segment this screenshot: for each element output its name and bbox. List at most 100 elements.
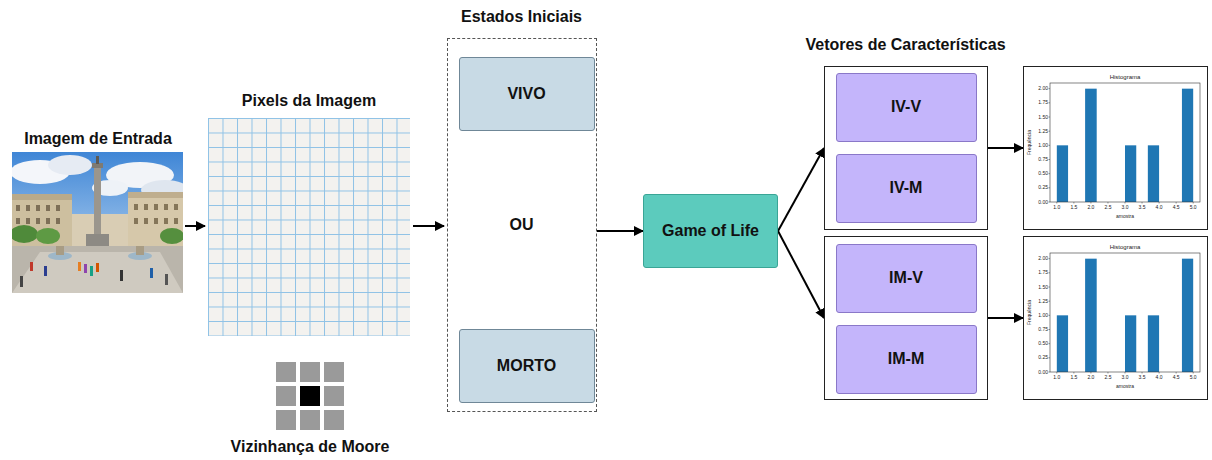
flow-arrow <box>778 148 824 231</box>
tick-mark <box>1049 117 1051 118</box>
tick-mark <box>1049 329 1051 330</box>
tick-mark <box>1049 301 1051 302</box>
tick-label: 1.75 <box>1038 100 1048 105</box>
vector-box: IM-V <box>836 244 977 313</box>
box-label: IM-V <box>889 269 923 287</box>
flow-arrow <box>597 230 643 232</box>
axis-label: amostra <box>1116 384 1134 389</box>
tick-label: 1.00 <box>1038 313 1048 318</box>
tick-label: 1.5 <box>1070 205 1077 210</box>
tick-label: 0.75 <box>1038 327 1048 332</box>
tick-mark <box>1049 315 1051 316</box>
histogram-bar <box>1182 89 1193 202</box>
process-box: Game of Life <box>643 194 778 268</box>
tick-label: 5.0 <box>1190 375 1197 380</box>
tick-mark <box>1049 159 1051 160</box>
tick-label: 0.25 <box>1038 355 1048 360</box>
histogram-bar <box>1125 315 1136 372</box>
flow-arrow <box>413 225 444 227</box>
heading-label: Vizinhança de Moore <box>231 438 390 456</box>
tick-label: 4.5 <box>1173 375 1180 380</box>
group-heading: Vetores de Características <box>805 36 1005 54</box>
tick-label: 4.5 <box>1173 205 1180 210</box>
axis-label: Frequência <box>1027 130 1032 155</box>
tick-label: 2.00 <box>1038 256 1048 261</box>
state-group: Estados IniciaisOUVIVOMORTO <box>447 38 597 412</box>
flow-arrow <box>778 231 824 318</box>
tick-label: 0.25 <box>1038 185 1048 190</box>
tick-mark <box>1049 372 1051 373</box>
plot-frame <box>1050 83 1200 202</box>
tick-mark <box>1107 202 1108 204</box>
tick-label: 3.0 <box>1122 375 1129 380</box>
tick-mark <box>1049 173 1051 174</box>
tick-label: 1.50 <box>1038 115 1048 120</box>
tick-label: 3.5 <box>1139 205 1146 210</box>
tick-mark <box>1176 372 1177 374</box>
plot-frame <box>1050 253 1200 372</box>
vector-group: Vetores de CaracterísticasIV-VIV-M <box>824 66 988 230</box>
tick-label: 1.25 <box>1038 129 1048 134</box>
vector-group: IM-V IM-M <box>824 236 988 400</box>
vector-box: IV-M <box>836 154 977 223</box>
histogram-bar <box>1085 259 1097 372</box>
tick-mark <box>1049 287 1051 288</box>
tick-label: 4.0 <box>1156 375 1163 380</box>
histogram-bar <box>1057 145 1068 202</box>
histogram-bar <box>1085 89 1097 202</box>
vector-box: IV-V <box>836 73 977 142</box>
tick-label: 2.0 <box>1087 375 1094 380</box>
box-label: Game of Life <box>662 222 759 240</box>
vector-box: IM-M <box>836 325 977 394</box>
heading-label: Pixels da Imagem <box>242 92 376 110</box>
histogram-plot <box>1024 237 1206 398</box>
tick-label: 3.0 <box>1122 205 1129 210</box>
tick-label: 1.50 <box>1038 285 1048 290</box>
tick-mark <box>1176 202 1177 204</box>
chart-title: Histograma <box>1110 244 1141 250</box>
tick-mark <box>1056 202 1057 204</box>
box-label: IV-M <box>890 179 923 197</box>
box-label: IV-V <box>891 98 921 116</box>
tick-label: 0.00 <box>1038 200 1048 205</box>
tick-label: 1.25 <box>1038 299 1048 304</box>
tick-mark <box>1049 343 1051 344</box>
axis-label: amostra <box>1116 214 1134 219</box>
tick-mark <box>1073 202 1074 204</box>
tick-label: 0.75 <box>1038 157 1048 162</box>
tick-label: 1.00 <box>1038 143 1048 148</box>
connector-word: OU <box>510 216 534 234</box>
tick-mark <box>1049 357 1051 358</box>
chart-title: Histograma <box>1110 74 1141 80</box>
box-label: VIVO <box>507 85 545 103</box>
flow-arrow <box>988 147 1023 149</box>
heading-label: Imagem de Entrada <box>24 130 172 148</box>
tick-mark <box>1073 372 1074 374</box>
tick-mark <box>1159 372 1160 374</box>
tick-label: 2.5 <box>1104 205 1111 210</box>
tick-mark <box>1049 131 1051 132</box>
state-box: VIVO <box>459 57 595 131</box>
tick-mark <box>1125 202 1126 204</box>
histogram-plot <box>1024 67 1206 228</box>
tick-mark <box>1107 372 1108 374</box>
histogram-bar <box>1148 315 1159 372</box>
tick-mark <box>1090 202 1091 204</box>
tick-label: 1.5 <box>1070 375 1077 380</box>
tick-mark <box>1193 202 1194 204</box>
tick-label: 2.0 <box>1087 205 1094 210</box>
tick-label: 0.50 <box>1038 341 1048 346</box>
state-box: MORTO <box>459 329 595 403</box>
histogram-chart: HistogramaFrequênciaamostra0.000.250.500… <box>1023 66 1208 230</box>
tick-mark <box>1142 372 1143 374</box>
moore-neighbourhood-icon <box>276 362 344 430</box>
tick-mark <box>1090 372 1091 374</box>
tick-mark <box>1142 202 1143 204</box>
histogram-chart: HistogramaFrequênciaamostra0.000.250.500… <box>1023 236 1208 400</box>
histogram-bar <box>1125 145 1136 202</box>
tick-label: 5.0 <box>1190 205 1197 210</box>
pixel-grid <box>208 118 410 336</box>
tick-mark <box>1049 88 1051 89</box>
tick-label: 1.0 <box>1053 205 1060 210</box>
histogram-bar <box>1148 145 1159 202</box>
